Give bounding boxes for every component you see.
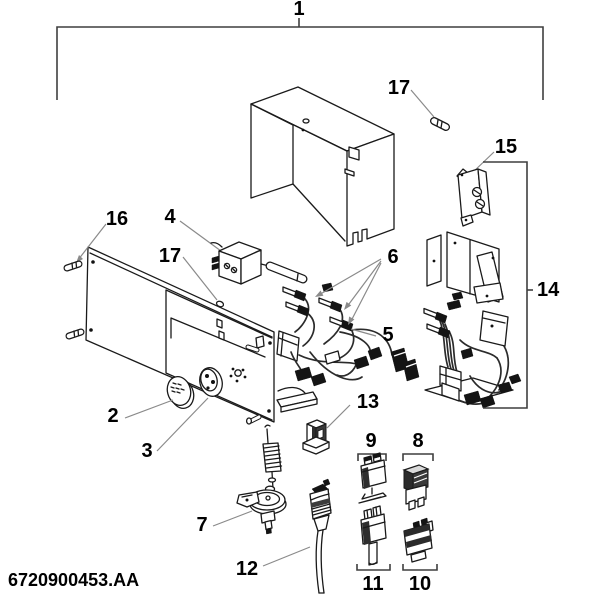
callout-9: 9: [365, 430, 376, 452]
callout-2: 2: [107, 405, 118, 427]
callout-17-left: 17: [159, 245, 181, 267]
spade-terminal: [318, 297, 333, 309]
part-9-connector: 9: [357, 430, 387, 504]
callout-3: 3: [141, 440, 152, 462]
group-bracket-14: 14: [483, 161, 560, 409]
part-5-wiring-harness: 6 5: [276, 246, 420, 387]
leader-3: [156, 397, 209, 452]
cover-screw-hole: [302, 118, 310, 124]
leader-4: [179, 220, 222, 252]
knob-2-disc: [166, 376, 192, 406]
panel-square-hole: [216, 318, 223, 329]
bracket-14-line: [483, 161, 528, 409]
callout-1: 1: [293, 0, 304, 20]
bracket-1-line: [56, 26, 544, 100]
callout-14: 14: [537, 279, 560, 301]
callout-5: 5: [382, 324, 393, 346]
panel-hole: [268, 341, 272, 345]
spade-terminal: [426, 323, 441, 335]
part-cover-hood: [250, 86, 395, 247]
strain-relief: [313, 514, 330, 532]
leader-6c: [349, 262, 382, 324]
part-14-wiring-assembly: [423, 291, 522, 409]
bracket-10: [402, 564, 438, 571]
part-3-knob: [199, 367, 223, 397]
bracket-11: [356, 564, 391, 571]
bracket-lower-tab: [473, 282, 504, 304]
callout-17-top: 17: [388, 77, 410, 99]
panel-screw-bottom: [249, 415, 261, 423]
callout-15: 15: [495, 136, 517, 158]
part-7-valve: 7: [196, 424, 287, 536]
panel-screw-right: [246, 345, 259, 352]
screw-icon: [64, 261, 82, 271]
cover-slot: [344, 168, 355, 177]
panel-recess: [170, 317, 266, 358]
part15-side-face: [477, 168, 491, 216]
group-screws-16: 16: [63, 208, 128, 340]
part-8-connector: 8: [402, 430, 434, 511]
leader-6-arrowhead: [315, 290, 324, 297]
harness-housing: [276, 330, 300, 362]
cover-right-face: [346, 133, 395, 247]
connector-stem: [368, 541, 378, 566]
part-13-switch: 13: [302, 391, 379, 455]
leader-7: [212, 510, 253, 527]
callout-11: 11: [362, 573, 383, 595]
leader-6a: [316, 258, 382, 297]
leader-6-arrowhead: [348, 316, 355, 325]
screw-icon: [431, 118, 449, 130]
assembly-board: [479, 310, 509, 347]
callout-10: 10: [409, 573, 431, 595]
cord: [315, 530, 320, 594]
spade-terminal: [423, 307, 438, 319]
spade-terminal: [285, 301, 300, 313]
part-4-thermostat: 4: [164, 206, 308, 285]
leader-17-left: [182, 256, 218, 301]
leader-16: [77, 223, 107, 261]
leader-17-top: [410, 89, 435, 118]
panel-screw-hole: [215, 300, 225, 308]
callout-4: 4: [164, 206, 176, 228]
part-11-connector: 11: [356, 505, 391, 595]
callout-6: 6: [387, 246, 398, 268]
part-10-connector: 10: [402, 517, 438, 595]
callout-7: 7: [196, 514, 207, 536]
spade-terminal: [282, 286, 297, 298]
callout-8: 8: [412, 430, 423, 452]
group-hole-17-left: 17: [159, 245, 225, 308]
bracket-9: [357, 453, 387, 461]
part-number: 6720900453.AA: [8, 570, 139, 590]
callout-12: 12: [236, 558, 258, 580]
leader-5: [350, 328, 377, 337]
group-bracket-1: 1: [56, 0, 544, 100]
panel-hole: [91, 260, 95, 264]
part-12-power-cord: 12: [236, 478, 332, 594]
part-2-knob: [166, 376, 195, 409]
panel-hole: [267, 409, 271, 413]
group-part-15: 15: [456, 136, 517, 227]
cover-square-hole: [348, 146, 360, 161]
leader-6b: [345, 260, 382, 309]
leader-6-arrowhead: [344, 301, 352, 310]
part-control-panel: [85, 246, 318, 425]
thermostat-side: [240, 249, 262, 285]
panel-square-hole: [218, 330, 225, 341]
group-screw-17-top: 17: [388, 77, 450, 131]
panel-tab: [255, 335, 265, 349]
leader-13: [326, 404, 351, 429]
part-14-sheet-bracket: [426, 231, 504, 304]
callout-16: 16: [106, 208, 128, 230]
callout-13: 13: [357, 391, 379, 413]
bracket-8: [402, 453, 434, 461]
panel-hole: [89, 328, 93, 332]
screw-icon: [66, 329, 84, 339]
spade-terminal: [329, 316, 344, 328]
leader-12: [262, 546, 311, 567]
panel-outer: [85, 246, 275, 423]
leader-2: [124, 399, 174, 419]
